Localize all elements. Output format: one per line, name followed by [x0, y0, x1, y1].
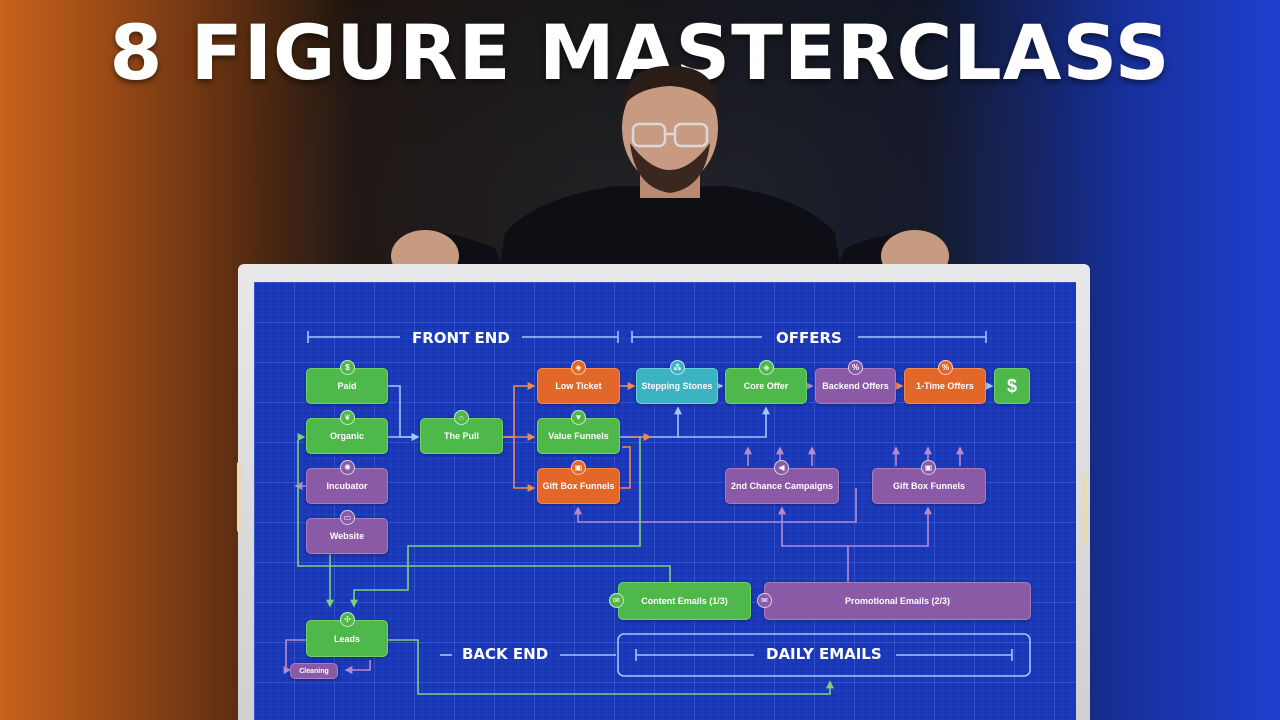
node-gift-box-funnels-front-label: Gift Box Funnels: [542, 481, 615, 491]
node-incubator-label: Incubator: [326, 481, 368, 491]
monitor-icon: ▭: [340, 510, 355, 525]
section-front-end: FRONT END: [412, 329, 510, 347]
section-offers: OFFERS: [776, 329, 842, 347]
node-content-emails[interactable]: Content Emails (1/3): [618, 582, 751, 620]
funnel-icon: ▼: [571, 410, 586, 425]
node-organic-label: Organic: [329, 431, 364, 441]
node-promotional-emails[interactable]: Promotional Emails (2/3): [764, 582, 1031, 620]
bulb-icon: ✺: [340, 460, 355, 475]
section-daily-emails: DAILY EMAILS: [766, 645, 882, 663]
node-leads-label: Leads: [333, 633, 360, 644]
node-core-offer-label: Core Offer: [743, 381, 789, 391]
node-content-emails-label: Content Emails (1/3): [641, 596, 728, 606]
section-back-end: BACK END: [462, 645, 549, 663]
node-promotional-emails-label: Promotional Emails (2/3): [844, 596, 951, 606]
dollar-icon: $: [340, 360, 355, 375]
node-cleaning[interactable]: Cleaning: [290, 663, 338, 679]
node-paid-label: Paid: [337, 381, 357, 391]
node-stepping-stones-label: Stepping Stones: [641, 381, 713, 391]
tag-icon: ◈: [571, 360, 586, 375]
gift-icon: ▣: [571, 460, 586, 475]
node-second-chance-label: 2nd Chance Campaigns: [730, 481, 834, 491]
megaphone-icon: ◀: [774, 460, 789, 475]
left-pen: [237, 462, 242, 532]
users-icon: ✣: [340, 612, 355, 627]
node-money-label: $: [1006, 375, 1017, 396]
node-value-funnels-label: Value Funnels: [548, 431, 609, 441]
node-gift-box-funnels-offers-label: Gift Box Funnels: [893, 481, 965, 491]
right-pen: [1082, 475, 1087, 545]
percent-icon: %: [938, 360, 953, 375]
node-cleaning-label: Cleaning: [299, 667, 329, 675]
node-money[interactable]: $: [994, 368, 1030, 404]
node-backend-offers-label: Backend Offers: [822, 381, 889, 391]
node-one-time-offers-label: 1-Time Offers: [916, 381, 974, 391]
magnet-icon: ∩: [454, 410, 469, 425]
leaf-icon: ❦: [340, 410, 355, 425]
tag-icon: ◈: [759, 360, 774, 375]
node-website-label: Website: [329, 531, 365, 541]
node-low-ticket-label: Low Ticket: [555, 381, 602, 391]
gift-icon: ▣: [921, 460, 936, 475]
node-the-pull-label: The Pull: [443, 431, 479, 441]
footsteps-icon: ⁂: [670, 360, 685, 375]
percent-icon: %: [848, 360, 863, 375]
node-website[interactable]: Website: [306, 518, 388, 554]
envelope-icon: ✉: [757, 593, 772, 608]
envelope-icon: ✉: [609, 593, 624, 608]
